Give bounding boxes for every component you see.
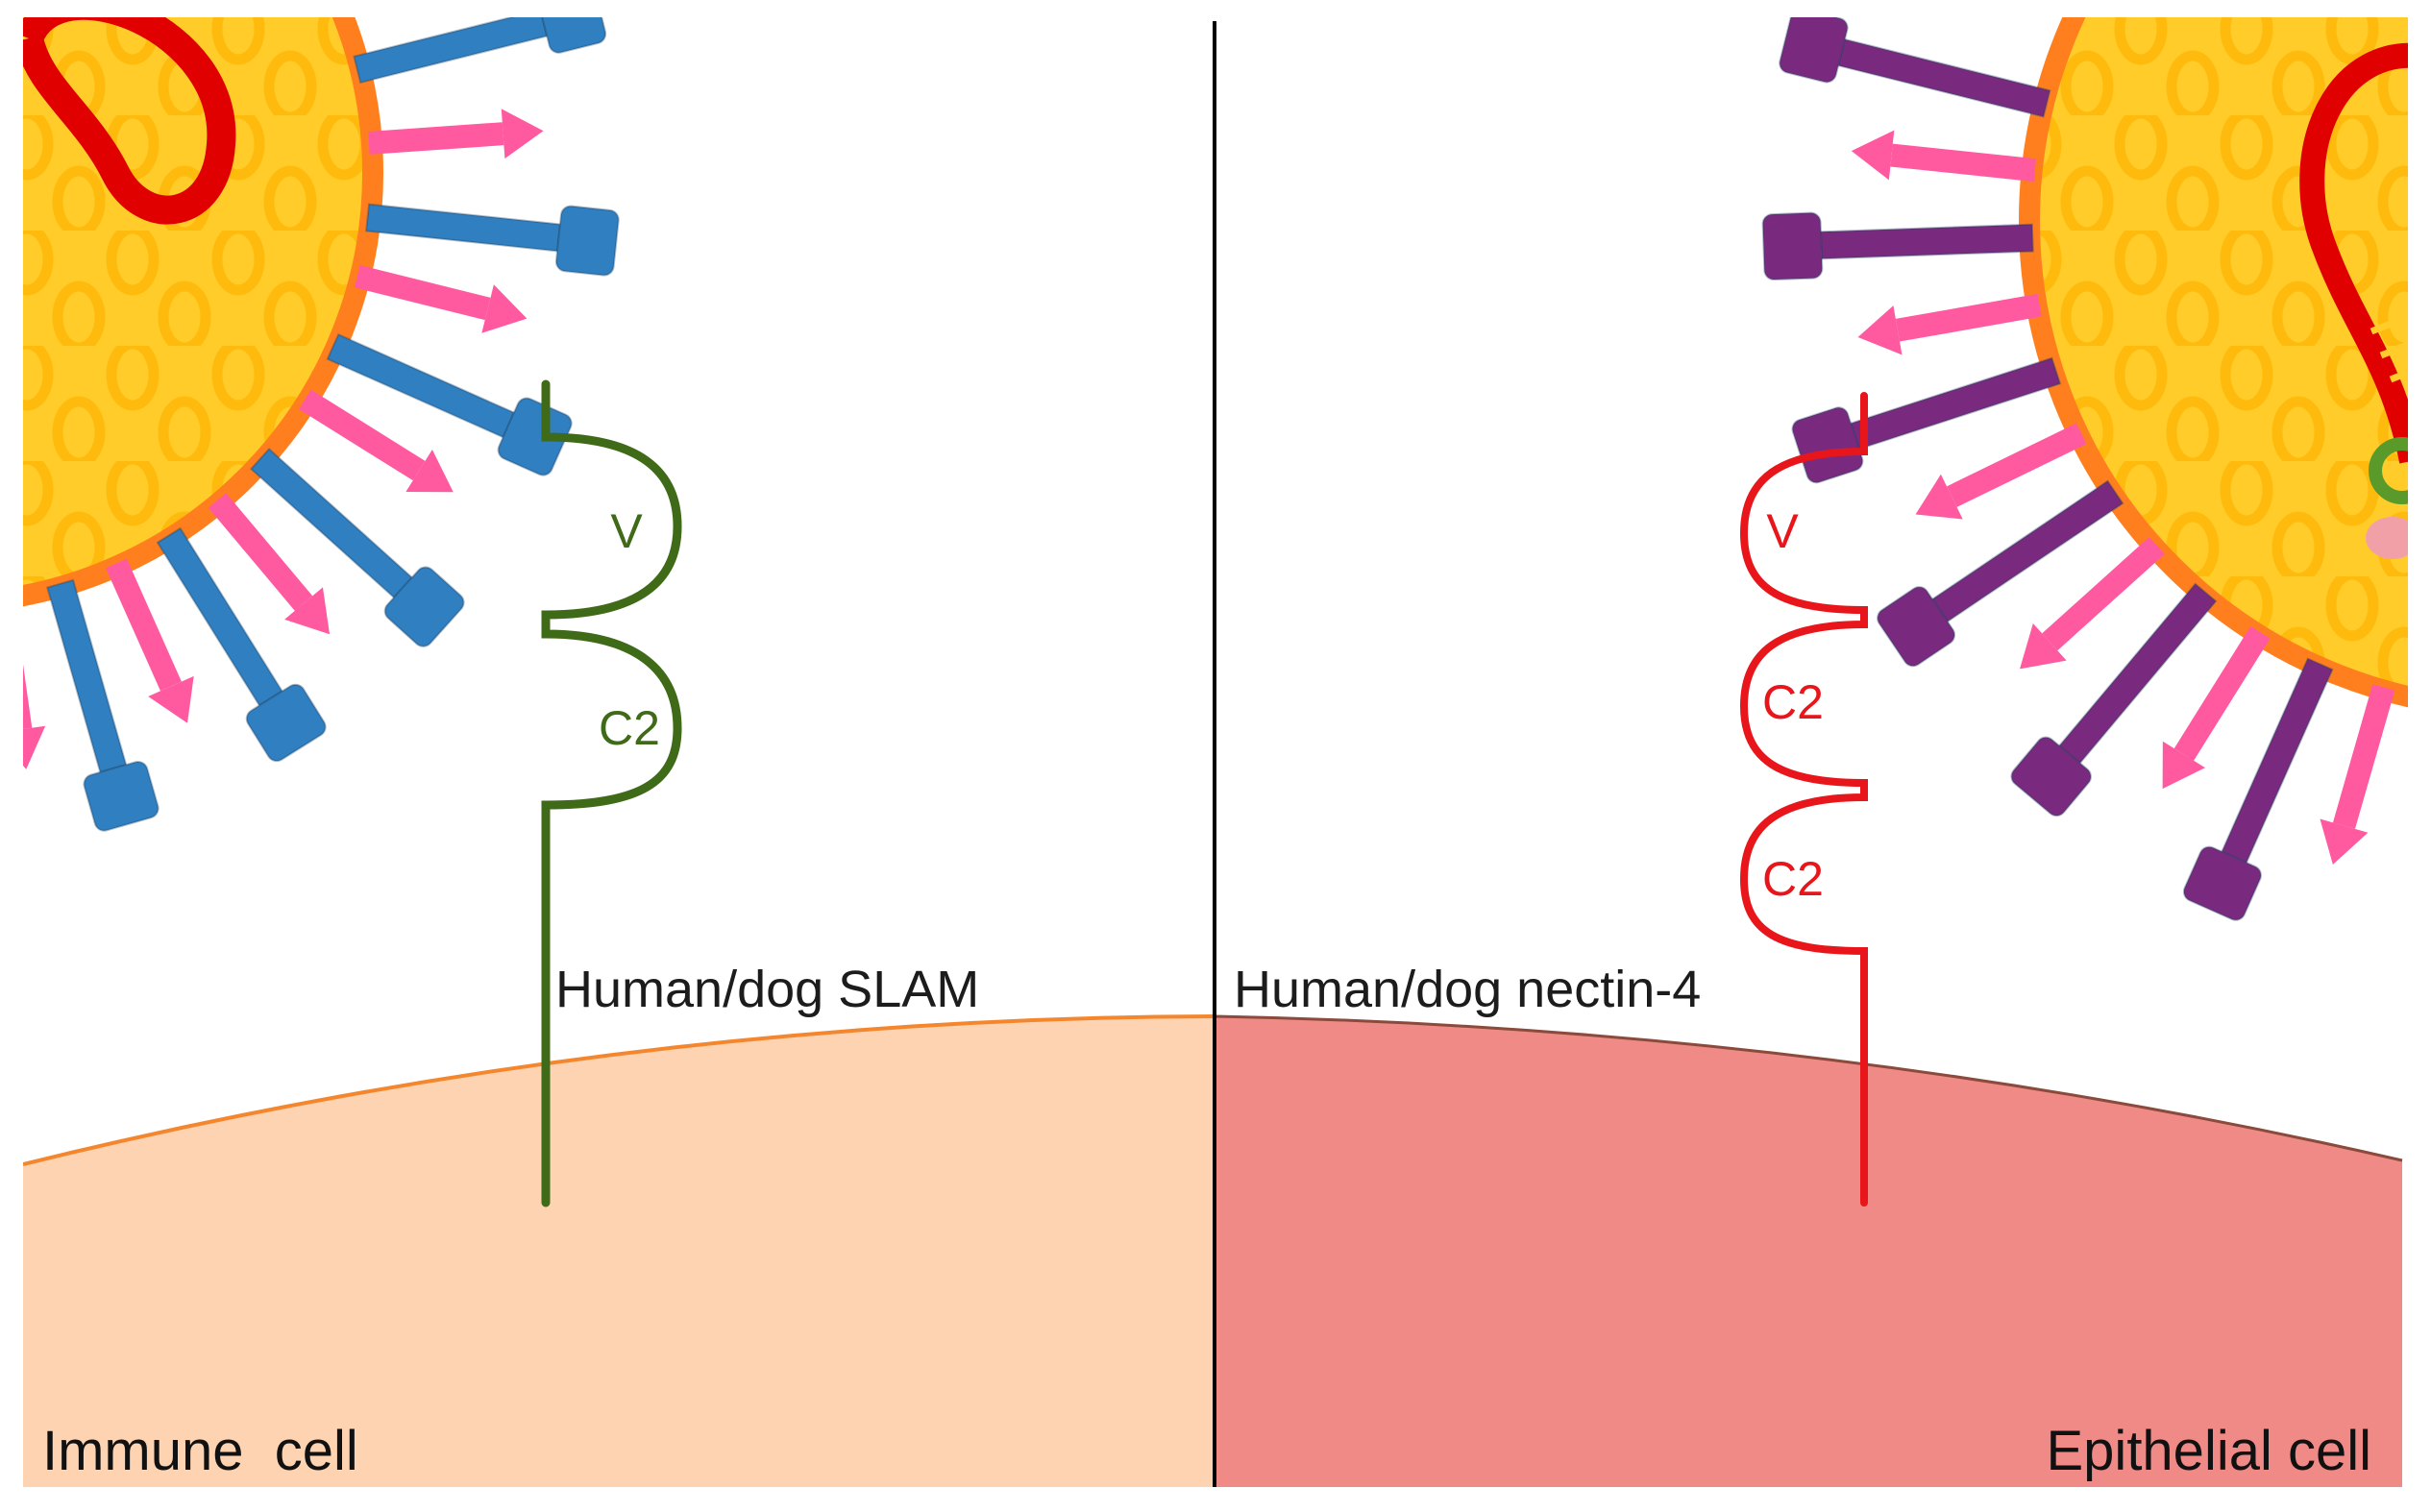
- immune-cell-membrane: [23, 1014, 1216, 1166]
- h-glycoprotein: [2182, 657, 2334, 921]
- h-glycoprotein: [156, 526, 327, 763]
- h-glycoprotein: [45, 578, 160, 832]
- h-glycoprotein: [1779, 17, 2051, 118]
- epithelial-cell-membrane: [1214, 1014, 2403, 1162]
- genome-left: [23, 17, 236, 225]
- f-glycoprotein: [299, 389, 454, 493]
- h-glycoprotein: [249, 447, 465, 647]
- h-glycoprotein: [1791, 356, 2062, 484]
- genome-right: [2299, 43, 2408, 464]
- virion-left: [23, 17, 620, 832]
- slam-domain-c2-label: C2: [599, 701, 660, 755]
- virion-left-envelope: [23, 17, 383, 607]
- nucleoprotein-green: [2369, 437, 2408, 504]
- virion-right: [1761, 17, 2408, 921]
- immune-cell-body: [23, 1016, 1215, 1487]
- h-glycoprotein: [2010, 582, 2218, 817]
- f-glycoprotein: [2162, 625, 2271, 790]
- h-glycoprotein: [1761, 211, 2034, 281]
- f-glycoprotein: [208, 493, 331, 635]
- slam-domain-v-label: V: [610, 504, 643, 558]
- immune-cell-label: Immune cell: [42, 1420, 358, 1482]
- f-glycoprotein: [23, 594, 46, 769]
- h-glycoprotein: [353, 17, 607, 85]
- h-glycoprotein: [364, 203, 620, 277]
- nectin4-receptor: [1739, 392, 1868, 1207]
- epithelial-cell-body: [1215, 1016, 2402, 1487]
- nectin4-domain-v-label: V: [1766, 504, 1799, 558]
- h-glycoprotein: [1877, 479, 2124, 668]
- virion-right-envelope: [2019, 17, 2408, 708]
- f-glycoprotein: [1857, 293, 2042, 355]
- f-glycoprotein: [2320, 684, 2395, 865]
- h-glycoprotein: [326, 332, 573, 476]
- nectin4-receptor-name: Human/dog nectin-4: [1234, 961, 1701, 1018]
- f-glycoprotein: [1851, 130, 2037, 183]
- nectin4-domain-c2-label-1: C2: [1762, 675, 1824, 729]
- f-glycoprotein: [2020, 536, 2165, 670]
- f-glycoprotein: [106, 558, 194, 723]
- nectin4-domain-c2-label-2: C2: [1762, 852, 1824, 906]
- f-glycoprotein: [368, 109, 544, 159]
- f-glycoprotein: [1915, 423, 2087, 520]
- epithelial-cell-label: Epithelial cell: [2046, 1420, 2371, 1482]
- slam-receptor-name: Human/dog SLAM: [555, 961, 979, 1018]
- nucleoprotein-pink: [2366, 517, 2408, 559]
- slam-receptor: [541, 379, 682, 1207]
- f-glycoprotein: [354, 265, 528, 333]
